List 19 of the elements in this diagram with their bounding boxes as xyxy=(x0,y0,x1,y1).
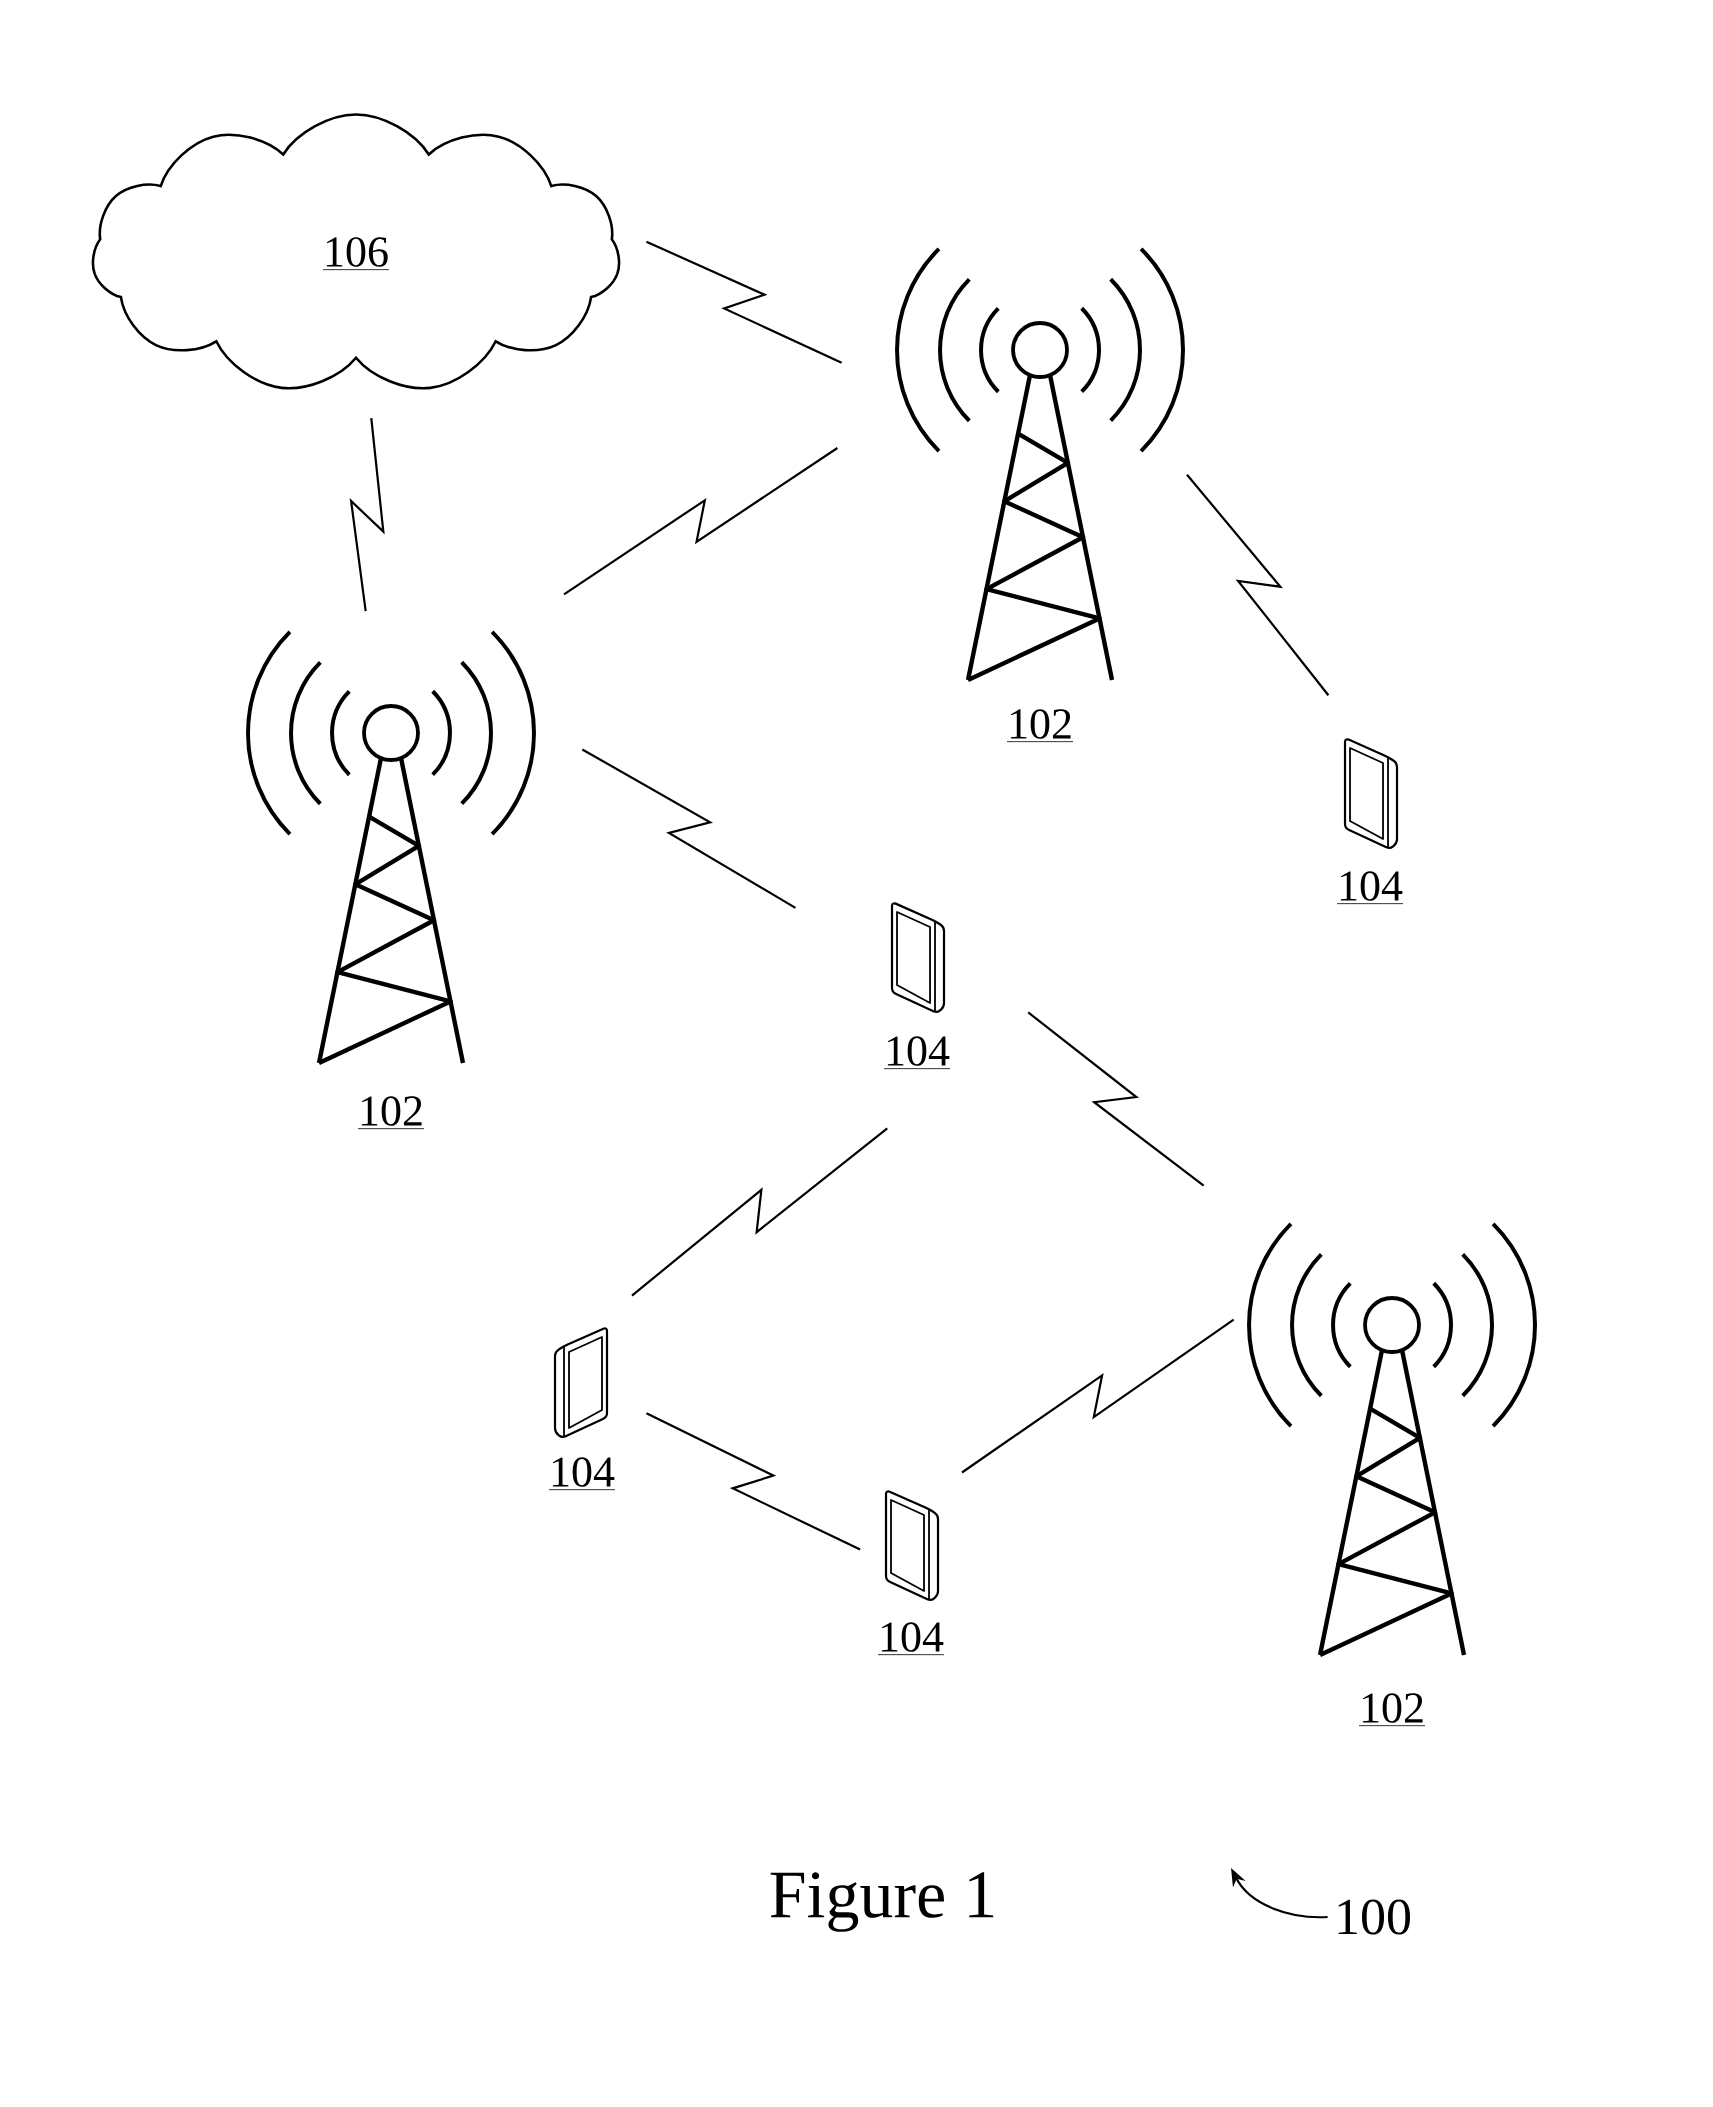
reference-number: 100 xyxy=(1338,1899,1411,1935)
callout-number: 102 xyxy=(357,1096,425,1130)
lightning-link xyxy=(1186,474,1330,696)
cloud: 106 xyxy=(91,113,621,390)
lightning-link xyxy=(646,240,843,364)
lightning-link xyxy=(961,1318,1235,1474)
callout-number: 104 xyxy=(548,1457,616,1491)
callout-number: 102 xyxy=(1358,1693,1426,1727)
callout-number: 104 xyxy=(877,1622,945,1656)
callout-number: 102 xyxy=(1006,709,1074,743)
figure-caption: Figure 1 xyxy=(770,1872,994,1932)
lightning-link xyxy=(563,447,839,596)
lightning-link xyxy=(631,1127,888,1297)
lightning-link xyxy=(645,1412,861,1551)
lightning-link xyxy=(349,418,385,612)
callout-number: 104 xyxy=(1336,871,1404,905)
callout-number: 104 xyxy=(883,1036,951,1070)
lightning-link xyxy=(1027,1011,1205,1187)
lightning-link xyxy=(581,748,796,909)
